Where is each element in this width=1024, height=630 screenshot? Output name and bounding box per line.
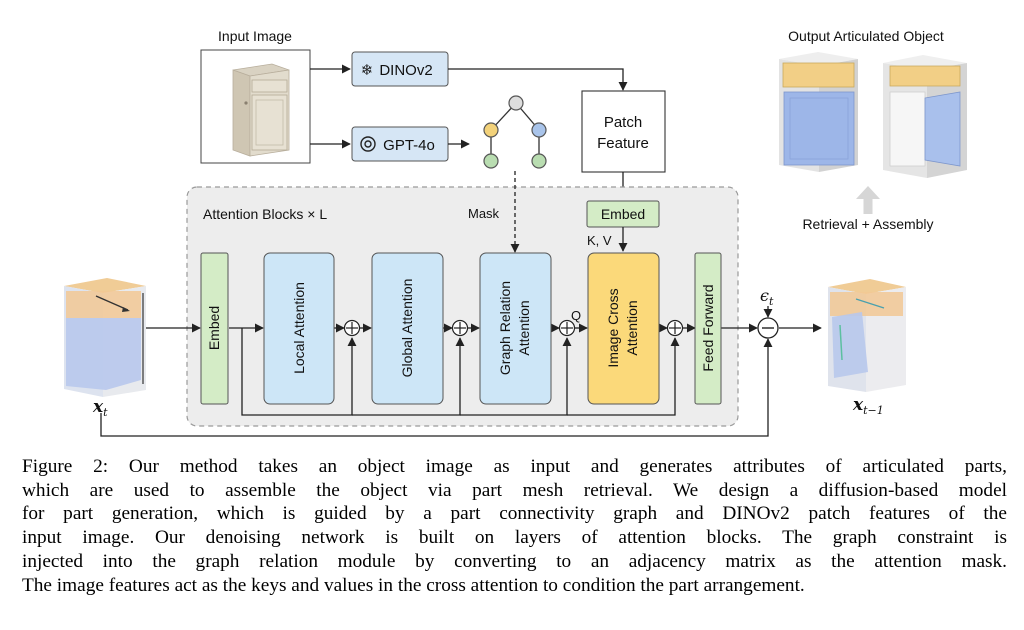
caption-line-4: input image. Our denoising network is bu… [22,527,1007,549]
patch-feature-box: Patch Feature [581,90,666,173]
xt1-label: xt−1 [852,395,884,417]
method-figure: Input Image ❄ DINOv2 GPT-4o [64,28,967,437]
output-object-label: Output Articulated Object [788,28,944,44]
graph-relation-line1: Graph Relation [497,281,513,375]
part-graph-icon [483,95,547,169]
gpt4o-label: GPT-4o [383,137,435,154]
patch-feature-line2: Feature [597,135,649,152]
retrieval-assembly-label: Retrieval + Assembly [802,216,933,232]
residual-add-1 [343,319,361,337]
local-attention-block: Local Attention [263,252,335,405]
snowflake-icon: ❄ [361,61,374,79]
graph-relation-line2: Attention [516,300,532,355]
input-image-frame [200,49,311,164]
residual-add-3 [558,319,576,337]
output-cabinet-closed [779,52,858,172]
caption-line-1: Figure 2: Our method takes an object ima… [22,456,1007,477]
residual-add-2 [451,319,469,337]
dinov2-box: ❄ DINOv2 [351,51,449,87]
kv-label: K, V [587,233,612,248]
embed-left-block: Embed [200,252,229,405]
embed-top-label: Embed [601,206,645,222]
openai-icon [360,136,376,152]
input-image-label: Input Image [218,28,292,44]
output-cabinet-open [883,55,967,178]
caption-line-5: injected into the graph relation module … [22,550,1007,572]
gpt4o-box: GPT-4o [351,126,449,162]
dinov2-label: DINOv2 [379,62,432,79]
image-cross-line1: Image Cross [605,288,621,367]
xt-label: xt [92,397,108,419]
global-attention-block: Global Attention [371,252,444,405]
local-attention-label: Local Attention [291,282,307,374]
graph-relation-attention-block: Graph Relation Attention [479,252,552,405]
embed-top-box: Embed [586,200,660,228]
subtract-node [757,317,779,339]
image-cross-attention-block: Image Cross Attention [587,252,660,405]
noisy-cabinet-xt [64,278,146,397]
image-cross-line2: Attention [624,300,640,355]
feed-forward-label: Feed Forward [700,284,716,371]
caption-line-3: for part generation, which is guided by … [22,503,1007,525]
cabinet-image-input [232,63,290,157]
denoised-cabinet-xt1 [828,279,906,392]
q-label: Q [571,308,581,323]
figure-caption: Figure 2: Our method takes an object ima… [22,455,1007,597]
caption-line-6: The image features act as the keys and v… [22,574,805,596]
residual-add-4 [666,319,684,337]
feed-forward-block: Feed Forward [694,252,722,405]
epsilon-label: ϵt [760,286,774,308]
mask-label: Mask [468,206,500,221]
embed-left-label: Embed [206,306,222,350]
attention-blocks-label: Attention Blocks × L [203,206,327,222]
global-attention-label: Global Attention [399,279,415,378]
patch-feature-line1: Patch [604,114,642,131]
retrieval-arrow-head [856,186,880,199]
caption-line-2: which are used to assemble the object vi… [22,479,1007,501]
